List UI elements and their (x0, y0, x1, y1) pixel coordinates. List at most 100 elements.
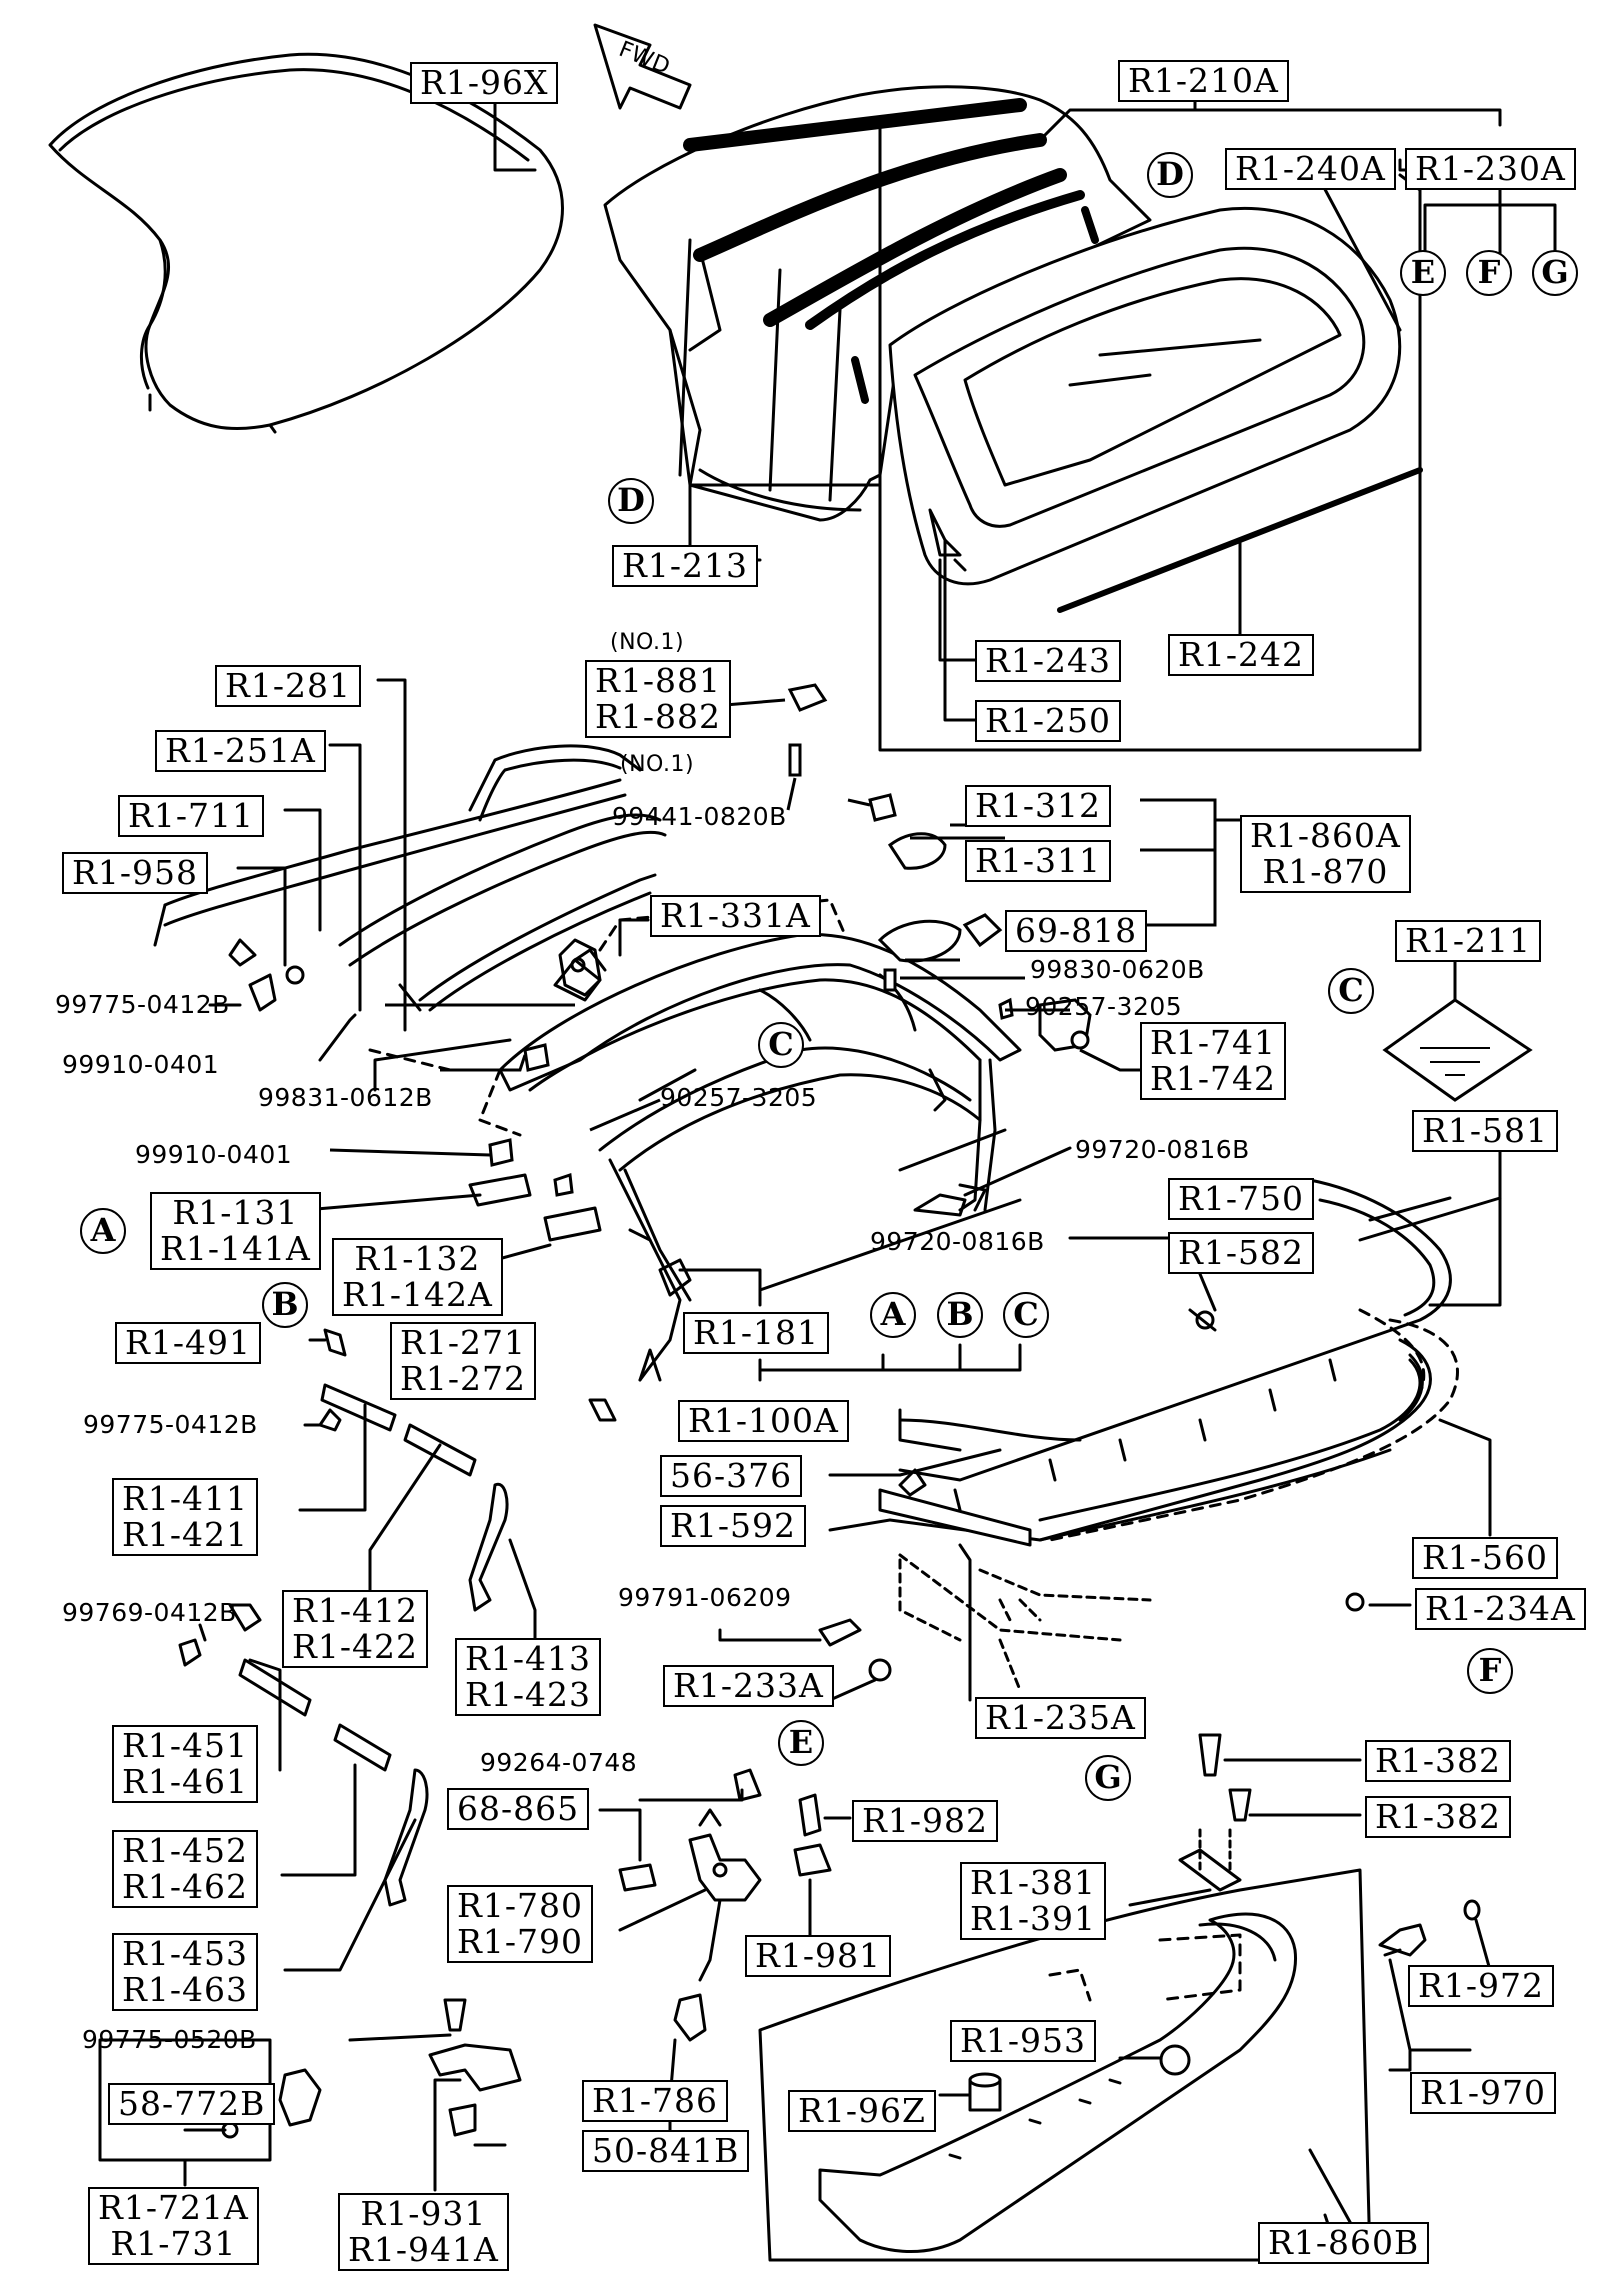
label-r1-592: R1-592 (660, 1505, 806, 1547)
text-99441-0820b: 99441-0820B (612, 802, 787, 831)
label-r1-381: R1-381 (970, 1863, 1096, 1902)
label-r1-230a: R1-230A (1405, 148, 1576, 190)
label-r1-881: R1-881 (595, 661, 721, 700)
callout-c-group: C (1003, 1292, 1049, 1338)
label-r1-331a: R1-331A (650, 895, 821, 937)
label-r1-581: R1-581 (1412, 1110, 1558, 1152)
label-r1-233a: R1-233A (663, 1665, 834, 1707)
label-r1-422: R1-422 (292, 1627, 418, 1666)
label-r1-711: R1-711 (118, 795, 264, 837)
label-r1-451: R1-451 (122, 1726, 248, 1765)
label-decal-icon (1382, 960, 1533, 1102)
label-r1-981: R1-981 (745, 1935, 891, 1977)
label-r1-941a: R1-941A (348, 2230, 499, 2269)
label-r1-860b: R1-860B (1258, 2222, 1430, 2264)
text-99720-0816b-mid: 99720-0816B (870, 1227, 1045, 1256)
label-r1-242: R1-242 (1168, 634, 1314, 676)
label-r1-271-group: R1-271 R1-272 (390, 1322, 536, 1400)
hinge-bracket-icon (618, 1768, 762, 2042)
callout-d-left: D (608, 478, 654, 524)
label-r1-181: R1-181 (683, 1312, 829, 1354)
label-r1-311: R1-311 (965, 840, 1111, 882)
label-r1-881-group: R1-881 R1-882 (585, 660, 731, 738)
label-r1-972: R1-972 (1408, 1965, 1554, 2007)
guide-pieces-icon (468, 1173, 602, 1242)
label-r1-870: R1-870 (1262, 852, 1389, 891)
label-r1-421: R1-421 (122, 1515, 248, 1554)
label-r1-931: R1-931 (360, 2194, 487, 2233)
label-58-772b: 58-772B (108, 2083, 276, 2125)
label-r1-391: R1-391 (970, 1899, 1096, 1938)
label-r1-382-top: R1-382 (1365, 1740, 1511, 1782)
label-r1-463: R1-463 (122, 1970, 248, 2009)
hardtop-cover-icon (48, 52, 564, 434)
label-r1-461: R1-461 (122, 1762, 248, 1801)
rear-deck-panel-icon (758, 1868, 1372, 2262)
label-r1-235a: R1-235A (975, 1697, 1146, 1739)
label-r1-970: R1-970 (1410, 2072, 1556, 2114)
label-68-865: 68-865 (447, 1788, 590, 1830)
label-r1-210a: R1-210A (1118, 60, 1289, 102)
callout-f-right: F (1467, 1648, 1513, 1694)
label-r1-412-group: R1-412 R1-422 (282, 1590, 428, 1668)
bumper-stop-icon (793, 1793, 832, 1877)
label-r1-271: R1-271 (400, 1323, 526, 1362)
callout-a-left: A (80, 1208, 126, 1254)
fwd-arrow-icon (593, 23, 692, 110)
text-99831-0612b: 99831-0612B (258, 1083, 433, 1112)
text-99910-0401-top: 99910-0401 (62, 1050, 220, 1079)
label-r1-312: R1-312 (965, 785, 1111, 827)
callout-d-top: D (1147, 152, 1193, 198)
label-69-818: 69-818 (1005, 910, 1148, 952)
callout-f-top: F (1466, 250, 1512, 296)
label-r1-243: R1-243 (975, 640, 1121, 682)
label-r1-931-group: R1-931 R1-941A (338, 2193, 509, 2271)
label-r1-96x: R1-96X (410, 62, 559, 104)
bottom-left-brackets-icon (221, 1998, 522, 2139)
text-no1-bottom: (NO.1) (620, 752, 695, 777)
label-r1-142a: R1-142A (342, 1275, 493, 1314)
label-r1-780-group: R1-780 R1-790 (447, 1885, 593, 1963)
label-r1-412: R1-412 (292, 1591, 418, 1630)
callout-b-group: B (937, 1292, 983, 1338)
callout-c-mid: C (758, 1022, 804, 1068)
label-r1-882: R1-882 (595, 697, 721, 736)
callout-b-left: B (262, 1282, 308, 1328)
text-99830-0620b: 99830-0620B (1030, 955, 1205, 984)
label-r1-251a: R1-251A (155, 730, 326, 772)
label-r1-453-group: R1-453 R1-463 (112, 1933, 258, 2011)
label-r1-381-group: R1-381 R1-391 (960, 1862, 1106, 1940)
text-99775-0412b-top: 99775-0412B (55, 990, 230, 1019)
label-r1-790: R1-790 (457, 1922, 583, 1961)
label-r1-423: R1-423 (465, 1675, 591, 1714)
text-99720-0816b-top: 99720-0816B (1075, 1135, 1250, 1164)
label-r1-411: R1-411 (122, 1479, 248, 1518)
label-r1-958: R1-958 (62, 852, 208, 894)
callout-g-top: G (1532, 250, 1578, 296)
catch-plate-icon (1178, 1733, 1252, 1892)
label-50-841b: 50-841B (582, 2130, 750, 2172)
label-r1-132-group: R1-132 R1-142A (332, 1238, 503, 1316)
label-r1-982: R1-982 (852, 1800, 998, 1842)
label-r1-780: R1-780 (457, 1886, 583, 1925)
text-99910-0401-mid: 99910-0401 (135, 1140, 293, 1169)
label-r1-731: R1-731 (110, 2224, 237, 2263)
label-r1-721a: R1-721A (98, 2188, 249, 2227)
text-90257-3205-mid: 90257-3205 (660, 1083, 818, 1112)
text-90257-3205-right: 90257-3205 (1025, 992, 1183, 1021)
label-r1-100a: R1-100A (678, 1400, 849, 1442)
label-r1-250: R1-250 (975, 700, 1121, 742)
label-r1-272: R1-272 (400, 1359, 526, 1398)
label-r1-240a: R1-240A (1225, 148, 1396, 190)
label-r1-451-group: R1-451 R1-461 (112, 1725, 258, 1803)
label-r1-741-group: R1-741 R1-742 (1140, 1022, 1286, 1100)
label-r1-131: R1-131 (172, 1193, 299, 1232)
callout-e-top: E (1400, 250, 1446, 296)
callout-e-bottom: E (778, 1720, 824, 1766)
text-99264-0748: 99264-0748 (480, 1748, 638, 1777)
label-r1-860a: R1-860A (1250, 816, 1401, 855)
label-r1-131-group: R1-131 R1-141A (150, 1192, 321, 1270)
text-99775-0520b: 99775-0520B (82, 2025, 257, 2054)
label-r1-741: R1-741 (1150, 1023, 1276, 1062)
